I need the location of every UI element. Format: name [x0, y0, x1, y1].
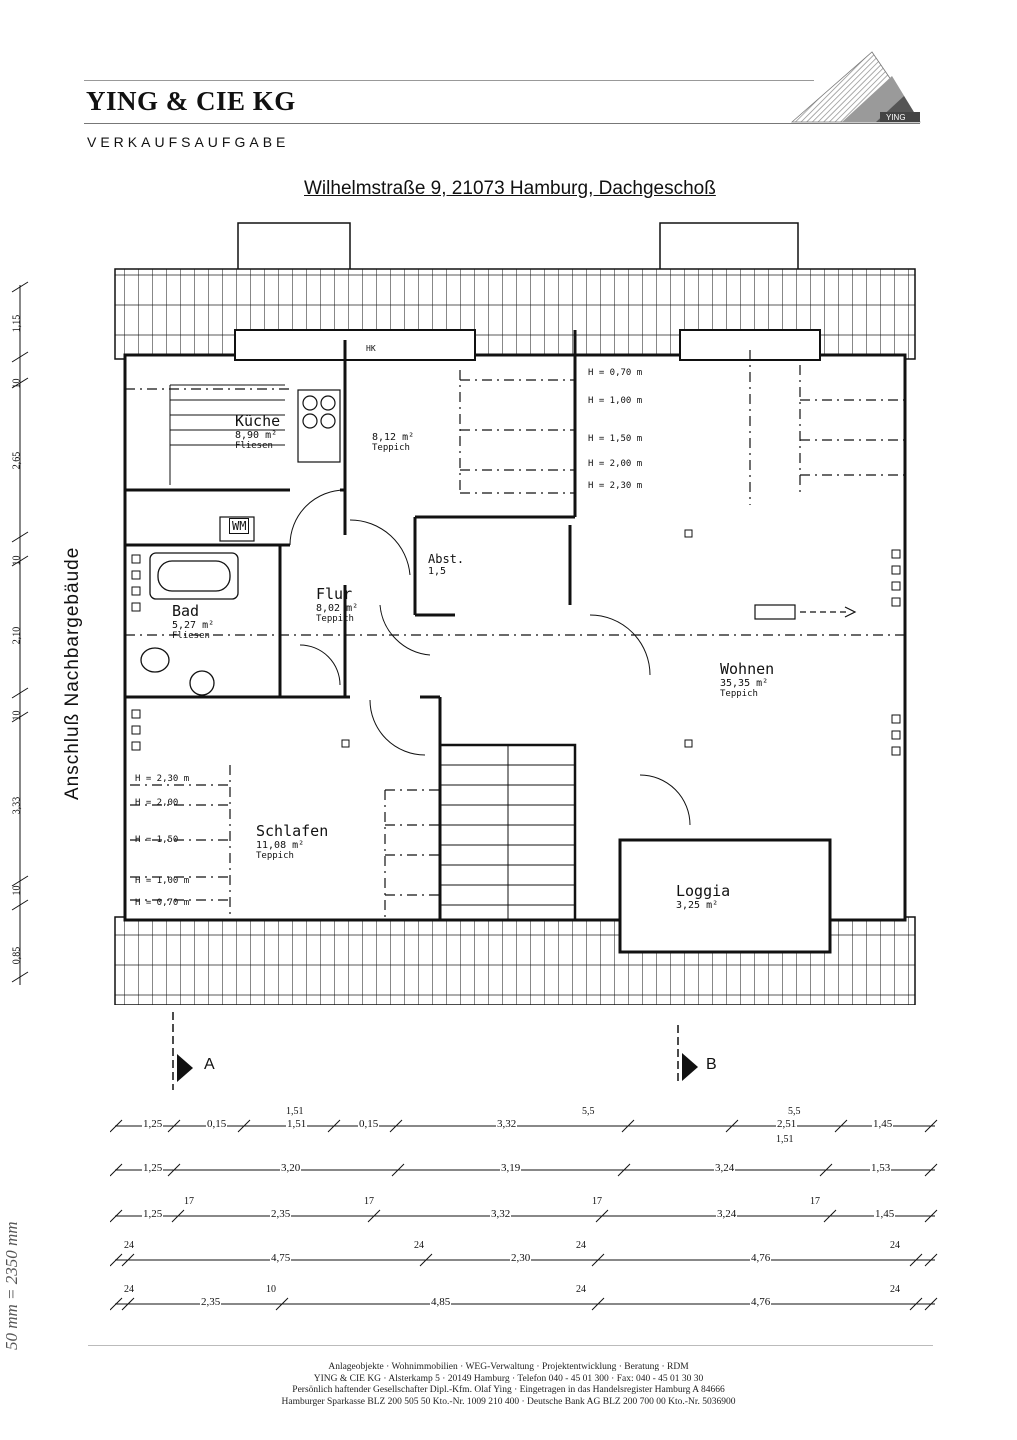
left-dim-3: 2,65: [11, 451, 23, 470]
height-note-left-5: H = 0,70 m: [135, 898, 190, 908]
plan-title: Wilhelmstraße 9, 21073 Hamburg, Dachgesc…: [304, 178, 716, 199]
dimension-row-3: 1,25 2,35 3,32 3,24 1,45 17 17 17 17: [142, 1196, 896, 1220]
document-subtitle: VERKAUFSAUFGABE: [87, 134, 290, 150]
company-logo: YING: [790, 51, 921, 123]
dimension-row-1: 1,25 0,15 1,51 0,15 3,32 2,51 1,45 1,51 …: [142, 1106, 894, 1145]
room-flur: Flur 8,02 m² Teppich: [316, 585, 359, 624]
height-note-right-2: H = 1,00 m: [588, 396, 643, 406]
dimension-row-4: 4,75 2,30 4,76 24 24 24 24: [124, 1240, 900, 1264]
room-kueche: Küche 8,90 m² Fliesen: [235, 412, 281, 451]
logo-text: YING: [886, 113, 906, 122]
room-bad: Bad 5,27 m² Fliesen: [172, 602, 215, 641]
header-rule: [84, 123, 920, 124]
dimension-row-5: 2,35 4,85 4,76 24 10 24 24: [124, 1284, 900, 1308]
footer-line-1: Anlageobjekte · Wohnimmobilien · WEG-Ver…: [328, 1362, 689, 1372]
header-rule-top: [84, 80, 814, 81]
height-note-left-4: H = 1,00 m: [135, 876, 190, 886]
height-note-left-2: H = 2,00: [135, 798, 179, 808]
left-dim-2: 10: [11, 378, 23, 389]
dimension-row-2: 1,25 3,20 3,19 3,24 1,53: [142, 1162, 892, 1174]
room-zimmer: 8,12 m² Teppich: [372, 432, 415, 453]
room-abstellraum: Abst. 1,5: [428, 552, 465, 577]
company-name: YING & CIE KG: [86, 86, 296, 116]
section-b-label: B: [706, 1056, 717, 1073]
left-dim-9: 0,85: [11, 946, 23, 965]
left-dim-1: 1,15: [11, 314, 23, 333]
height-note-left-3: H = 1,50: [135, 835, 179, 845]
left-dim-7: 3,33: [11, 796, 23, 815]
footer-line-2: YING & CIE KG · Alsterkamp 5 · 20149 Ham…: [313, 1373, 704, 1384]
neighbor-building-label: Anschluß Nachbargebäude: [62, 546, 83, 800]
footer: Anlageobjekte · Wohnimmobilien · WEG-Ver…: [0, 1362, 1017, 1408]
room-schlafen: Schlafen 11,08 m² Teppich: [256, 822, 329, 861]
floor-plan: [114, 222, 916, 1005]
heater-label: HK: [366, 344, 376, 353]
left-dim-5: 2,10: [11, 626, 23, 645]
room-loggia: Loggia 3,25 m²: [676, 882, 731, 911]
left-dim-6: 10: [11, 710, 23, 721]
left-dim-4: 10: [11, 555, 23, 566]
left-dim-8: 10: [11, 885, 23, 896]
height-note-left-1: H = 2,30 m: [135, 774, 190, 784]
section-a-marker: [172, 1012, 193, 1090]
footer-rule: [88, 1345, 933, 1346]
room-wohnen: Wohnen 35,35 m² Teppich: [720, 660, 775, 699]
footer-line-4: Hamburger Sparkasse BLZ 200 505 50 Kto.-…: [281, 1396, 736, 1407]
height-note-right-3: H = 1,50 m: [588, 434, 643, 444]
height-note-right-1: H = 0,70 m: [588, 368, 643, 378]
handwritten-scale-note: 50 mm = 2350 mm: [2, 1221, 21, 1350]
washing-machine-label: WM: [229, 518, 250, 534]
section-b-marker: [677, 1025, 698, 1083]
footer-line-3: Persönlich haftender Gesellschafter Dipl…: [292, 1385, 725, 1395]
left-dimension-chain: [11, 281, 29, 985]
section-a-label: A: [204, 1056, 215, 1073]
height-note-right-4: H = 2,00 m: [588, 459, 643, 469]
height-note-right-5: H = 2,30 m: [588, 481, 643, 491]
